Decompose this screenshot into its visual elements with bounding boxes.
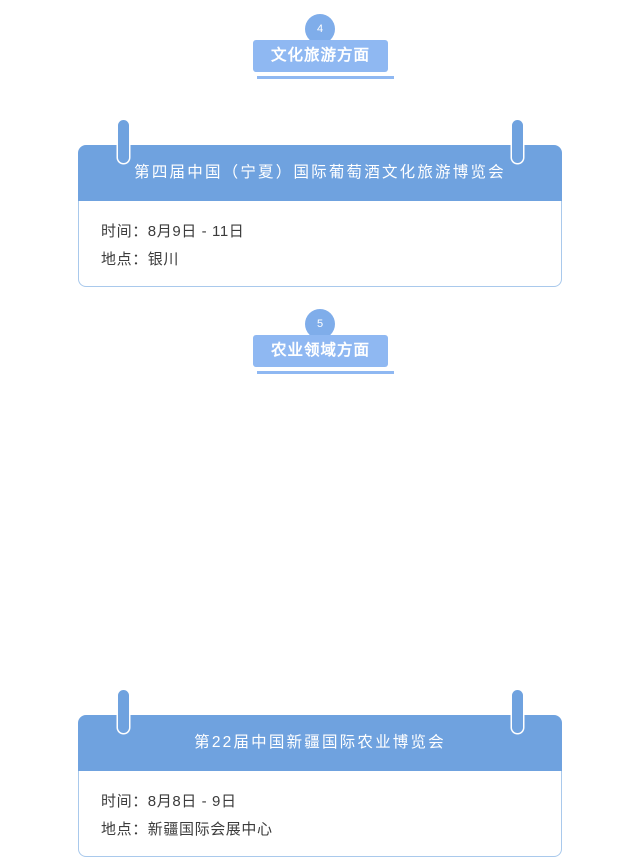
event-time-line: 时间：8月8日 - 9日 [101,793,237,810]
event-card-title: 第四届中国（宁夏）国际葡萄酒文化旅游博览会 [78,145,562,201]
card-hanger-left-icon [118,120,129,163]
card-hanger-right-icon [512,120,523,163]
event-card-body: 时间：8月9日 - 11日 地点：银川 [78,201,562,287]
event-card-body: 时间：8月8日 - 9日 地点：新疆国际会展中心 [78,771,562,857]
section-number-badge: 5 [305,309,335,339]
section-heading: 5 农业领域方面 [0,295,640,385]
event-card-title: 第22届中国新疆国际农业博览会 [78,715,562,771]
section-cultural-tourism: 4 文化旅游方面 第四届中国（宁夏）国际葡萄酒文化旅游博览会 时间：8月9日 -… [0,0,640,287]
section-number-badge: 4 [305,14,335,44]
section-heading: 4 文化旅游方面 [0,0,640,90]
section-title-tab: 文化旅游方面 [253,40,388,72]
event-location-line: 地点：银川 [101,251,180,268]
section-title-underline [257,76,394,79]
event-time-line: 时间：8月9日 - 11日 [101,223,245,240]
section-agriculture: 5 农业领域方面 第22届中国新疆国际农业博览会 时间：8月8日 - 9日 地点… [0,295,640,857]
card-hanger-left-icon [118,690,129,733]
card-hanger-right-icon [512,690,523,733]
section-title-underline [257,371,394,374]
event-location-line: 地点：新疆国际会展中心 [101,821,273,838]
section-title-tab: 农业领域方面 [253,335,388,367]
